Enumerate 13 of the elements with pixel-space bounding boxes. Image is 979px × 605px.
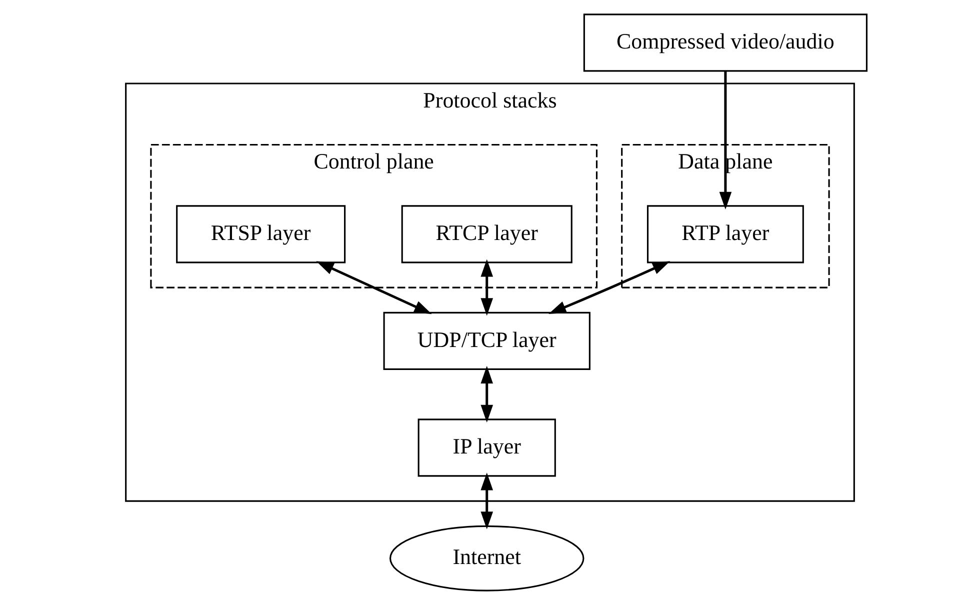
arrow [480, 259, 493, 316]
arrow [718, 71, 732, 210]
node-box: RTCP layer [400, 205, 572, 264]
node-box: RTSP layer [176, 205, 346, 264]
arrow [548, 261, 670, 314]
arrow [316, 261, 432, 314]
node-box: UDP/TCP layer [382, 312, 590, 370]
arrow [480, 366, 493, 422]
node-ellipse: Internet [388, 525, 584, 592]
node-box: IP layer [417, 418, 556, 477]
node-box: RTP layer [646, 205, 804, 264]
node-box: Compressed video/audio [582, 14, 867, 72]
arrow [480, 472, 493, 530]
